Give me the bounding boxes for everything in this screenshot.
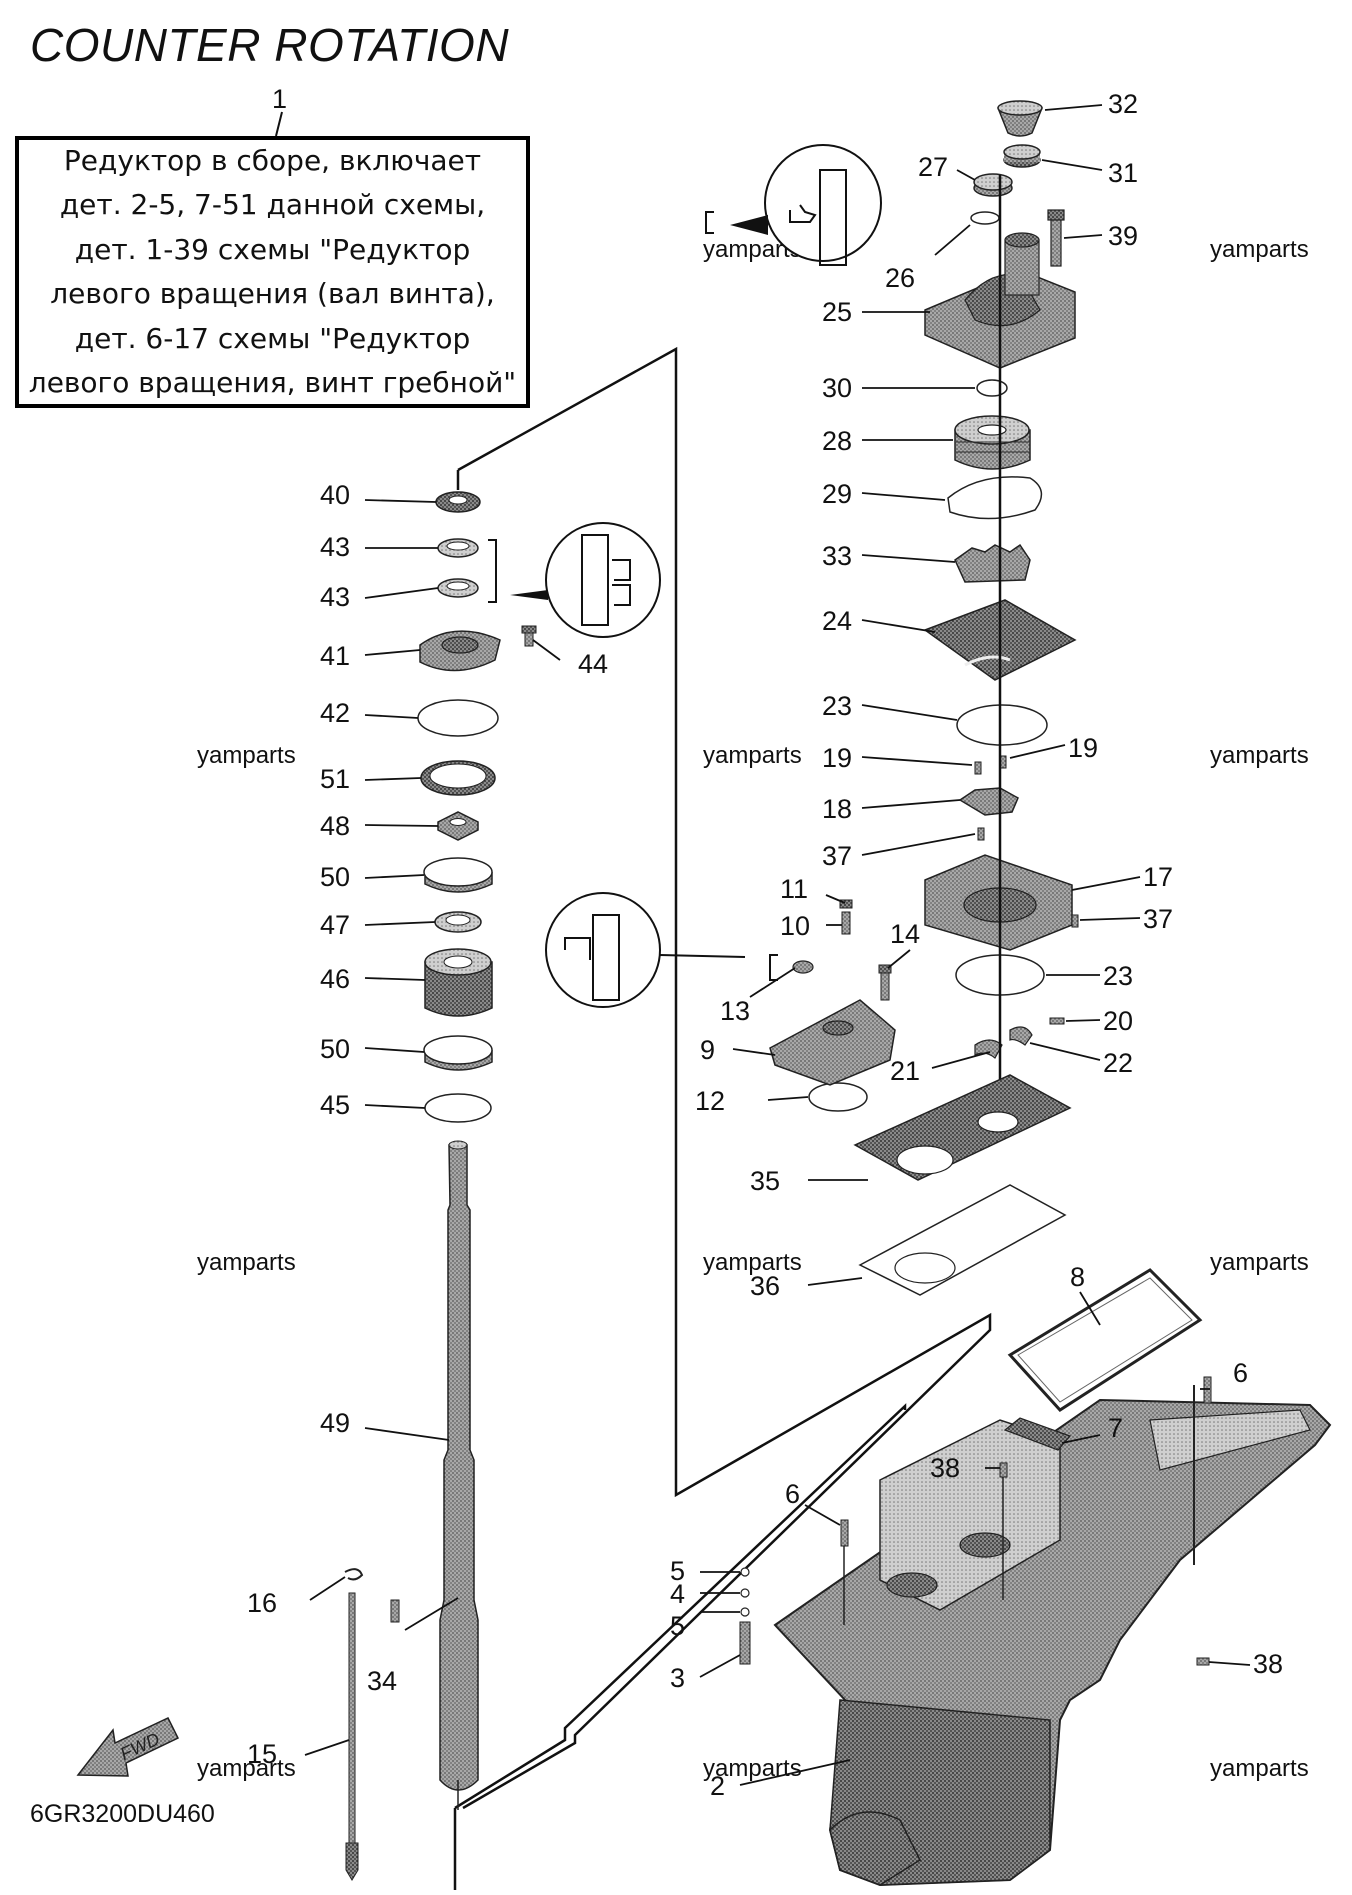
part-number: 48 — [320, 811, 350, 841]
part-number: 11 — [780, 874, 808, 904]
info-line: Редуктор в сборе, включает — [63, 143, 482, 177]
part-number: 5 — [670, 1611, 685, 1641]
watermark: yamparts — [1210, 236, 1309, 263]
watermark: yamparts — [703, 1755, 802, 1782]
part-number: 7 — [1108, 1413, 1123, 1443]
seal-detail-circles — [545, 144, 882, 1008]
part-number: 31 — [1108, 158, 1138, 188]
part-number: 14 — [890, 919, 920, 949]
part-number: 30 — [822, 373, 852, 403]
drive-shaft-parts — [344, 491, 537, 1881]
info-line: левого вращения, винт гребной" — [28, 366, 517, 399]
leader-lines — [304, 104, 1251, 1786]
watermark: yamparts — [197, 1249, 296, 1276]
part-number: 23 — [1103, 961, 1133, 991]
part-number: 40 — [320, 480, 350, 510]
part-number: 43 — [320, 532, 350, 562]
water-pump-upper — [769, 100, 1079, 1296]
part-number: 3 — [670, 1663, 685, 1693]
info-line: дет. 6-17 схемы "Редуктор — [74, 321, 471, 355]
part-number: 39 — [1108, 221, 1138, 251]
part-number: 41 — [320, 641, 350, 671]
part-number: 13 — [720, 996, 750, 1026]
part-number: 47 — [320, 910, 350, 940]
part-number: 51 — [320, 764, 350, 794]
assembly-callout-number: 1 — [272, 84, 287, 114]
part-number: 15 — [247, 1739, 277, 1769]
part-number: 32 — [1108, 89, 1138, 119]
part-number: 26 — [885, 263, 915, 293]
part-number: 4 — [670, 1579, 685, 1609]
part-number: 34 — [367, 1666, 397, 1696]
part-number: 6 — [785, 1479, 800, 1509]
part-number: 6 — [1233, 1358, 1248, 1388]
part-number: 42 — [320, 698, 350, 728]
part-number: 23 — [822, 691, 852, 721]
part-number: 24 — [822, 606, 852, 636]
part-number: 12 — [695, 1086, 725, 1116]
watermark: yamparts — [1210, 742, 1309, 769]
watermark: yamparts — [703, 742, 802, 769]
watermark: yamparts — [197, 742, 296, 769]
part-number: 29 — [822, 479, 852, 509]
part-number: 20 — [1103, 1006, 1133, 1036]
part-number: 28 — [822, 426, 852, 456]
part-number: 27 — [918, 152, 948, 182]
part-number: 9 — [700, 1035, 715, 1065]
part-number: 37 — [1143, 904, 1173, 934]
part-number: 49 — [320, 1408, 350, 1438]
part-number: 43 — [320, 582, 350, 612]
assembly-bracket-lines — [453, 346, 992, 1890]
info-line: дет. 2-5, 7-51 данной схемы, — [59, 188, 486, 221]
part-number: 22 — [1103, 1048, 1133, 1078]
watermark: yamparts — [1210, 1249, 1309, 1276]
part-number-labels: 32 31 27 39 26 25 30 28 29 33 24 23 19 1… — [247, 89, 1283, 1801]
housing-small-parts — [739, 1268, 1212, 1666]
part-number: 36 — [750, 1271, 780, 1301]
part-number: 35 — [750, 1166, 780, 1196]
fwd-arrow-icon: FWD — [76, 1717, 180, 1777]
part-number: 38 — [930, 1453, 960, 1483]
info-line: левого вращения (вал винта), — [50, 277, 495, 310]
part-number: 19 — [1068, 733, 1098, 763]
part-number: 50 — [320, 862, 350, 892]
leader-line — [275, 111, 283, 137]
part-number: 18 — [822, 794, 852, 824]
part-number: 25 — [822, 297, 852, 327]
part-number: 33 — [822, 541, 852, 571]
part-number: 19 — [822, 743, 852, 773]
lower-unit-housing — [773, 1398, 1332, 1887]
watermark: yamparts — [1210, 1755, 1309, 1782]
part-number: 44 — [578, 649, 608, 679]
part-number: 5 — [670, 1556, 685, 1586]
part-number: 21 — [890, 1056, 920, 1086]
part-number: 10 — [780, 911, 810, 941]
part-number: 38 — [1253, 1649, 1283, 1679]
diagram-code: 6GR3200DU460 — [30, 1800, 215, 1828]
part-number: 37 — [822, 841, 852, 871]
part-number: 8 — [1070, 1262, 1085, 1292]
part-number: 46 — [320, 964, 350, 994]
assembly-info-box: Редуктор в сборе, включает дет. 2-5, 7-5… — [15, 136, 530, 408]
part-number: 17 — [1143, 862, 1173, 892]
part-number: 2 — [710, 1771, 725, 1801]
part-number: 45 — [320, 1090, 350, 1120]
part-number: 50 — [320, 1034, 350, 1064]
part-number: 16 — [247, 1588, 277, 1618]
seal-detail-contents — [488, 169, 847, 1001]
watermark: yamparts — [197, 1755, 296, 1782]
diagram-title: COUNTER ROTATION — [30, 19, 510, 71]
info-line: дет. 1-39 схемы "Редуктор — [74, 232, 471, 266]
watermark: yamparts — [703, 1249, 802, 1276]
